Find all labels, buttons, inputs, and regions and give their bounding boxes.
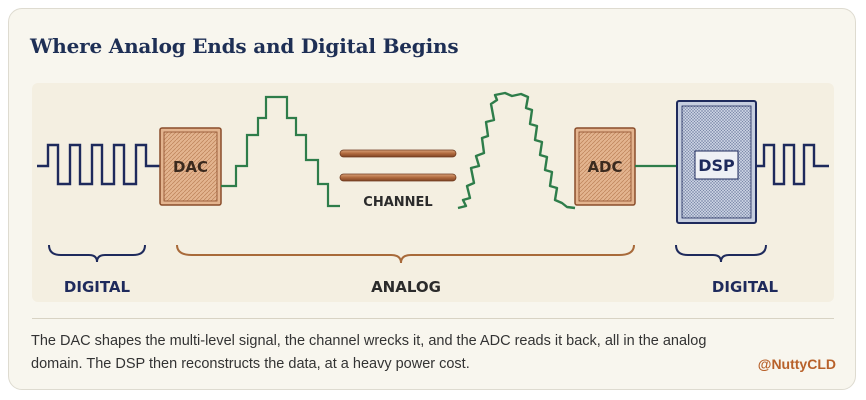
- dsp-label: DSP: [698, 156, 735, 175]
- channel-label: CHANNEL: [363, 195, 432, 210]
- domain-label-digital-right: DIGITAL: [712, 278, 779, 296]
- digital-output-wave: [756, 143, 829, 186]
- domain-label-analog: ANALOG: [371, 278, 441, 296]
- dac-block: DAC: [159, 127, 222, 206]
- channel-cables: [339, 149, 457, 182]
- degraded-analog-signal: [457, 91, 576, 210]
- digital-right-brace: [675, 244, 767, 263]
- digital-input-wave: [37, 143, 160, 186]
- adc-label: ADC: [587, 158, 622, 176]
- analog-brace: [176, 244, 635, 264]
- dac-label: DAC: [173, 158, 208, 176]
- digital-left-brace: [48, 244, 146, 263]
- caption-divider: [32, 318, 834, 319]
- author-handle: @NuttyCLD: [757, 356, 836, 372]
- adc-block: ADC: [574, 127, 636, 206]
- domain-label-digital-left: DIGITAL: [64, 278, 131, 296]
- caption-text: The DAC shapes the multi-level signal, t…: [31, 333, 707, 372]
- page-title: Where Analog Ends and Digital Begins: [30, 34, 459, 58]
- dsp-block: DSP: [676, 100, 757, 224]
- dac-analog-output: [221, 95, 340, 208]
